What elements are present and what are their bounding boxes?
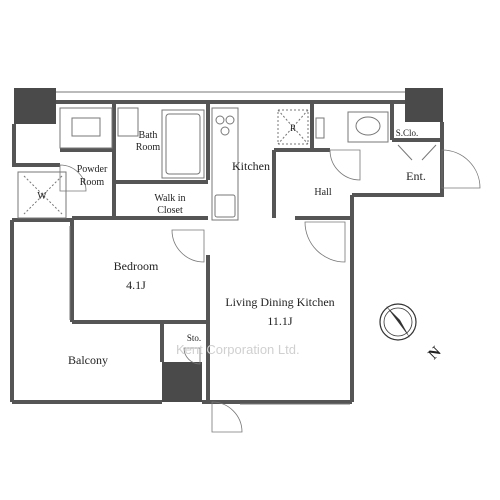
kitchen-label: Kitchen [232,159,270,173]
fridge-label: R [290,123,296,133]
compass-arrow-icon [386,306,410,338]
fridge-cross-b [277,109,309,145]
entrance-label: Ent. [406,169,426,183]
ldk-label: Living Dining Kitchen [225,295,334,309]
washer-cross-b [23,175,63,215]
balcony-label: Balcony [68,353,108,367]
watermark-text: Kent Corporation Ltd. [176,342,300,357]
toilet-door [329,149,361,181]
column-bottom [162,362,202,402]
washer-label: W [37,191,47,202]
hall-door [304,221,346,263]
bedroom-label: Bedroom [114,259,159,273]
storage-door [183,347,201,365]
balcony-door [211,401,243,433]
shoe-closet-label: S.Clo. [396,128,419,138]
fridge-cross-a [277,109,309,145]
washbasin [71,117,101,137]
left-upper-wall [12,124,60,167]
toilet-seat [355,116,381,136]
stove-burner-2 [225,115,235,125]
compass-inner-ring [383,307,413,337]
walk-in-closet-label-line1: Walk in [154,193,185,204]
powder-room-label-line1: Powder [77,164,108,175]
column-top-right [405,88,443,122]
kitchen-sink [214,194,236,218]
storage-label: Sto. [187,333,201,343]
stove-burner-3 [220,126,230,136]
hall-label: Hall [314,187,331,198]
north-compass [379,303,417,341]
bath-room-label-line1: Bath [139,130,158,141]
bedroom-size: 4.1J [126,278,146,292]
washer-cross-a [23,175,63,215]
bathtub-inner [165,113,201,175]
bath-room-label-line2: Room [136,142,161,153]
compass-label: N [426,344,445,363]
ldk-size: 11.1J [267,314,293,328]
shoe-closet-door-b [421,144,437,161]
toilet-sink [315,117,325,139]
column-top-left [14,88,56,124]
shoe-closet-door-a [397,144,413,161]
powder-room-label-line2: Room [80,177,105,188]
entrance-wall [352,122,444,197]
compass-ring [379,303,417,341]
powder-door [59,164,87,192]
stove-burner-1 [215,115,225,125]
entrance-door [441,149,481,189]
bedroom-door [171,229,205,263]
bath-shelf [117,107,139,137]
walk-in-closet-label-line2: Closet [157,205,183,216]
